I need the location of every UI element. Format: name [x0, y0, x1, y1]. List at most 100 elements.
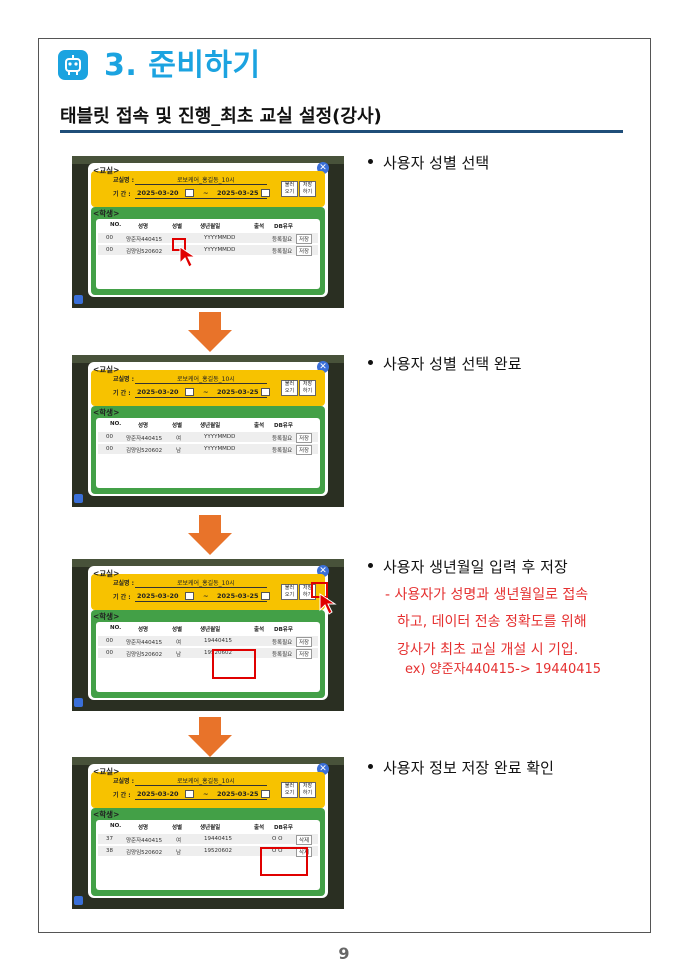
row-name: 김양임520602 — [126, 652, 163, 658]
row-name: 김양임520602 — [126, 249, 163, 255]
save-button[interactable]: 저장 하기 — [299, 380, 316, 396]
row-birthdate[interactable]: YYYYMMDD — [204, 235, 236, 241]
row-gender[interactable]: 여 — [176, 640, 182, 646]
calendar-icon[interactable] — [261, 592, 270, 600]
load-button[interactable]: 불러 오기 — [281, 782, 298, 798]
save-button[interactable]: 저장 하기 — [299, 782, 316, 798]
load-button[interactable]: 불러 오기 — [281, 181, 298, 197]
app-topbar — [72, 559, 344, 567]
row-action-button[interactable]: 저장 — [296, 234, 313, 244]
row-name: 양준자440415 — [126, 640, 163, 646]
calendar-icon[interactable] — [185, 790, 194, 798]
calendar-icon[interactable] — [261, 388, 270, 396]
speaker-icon[interactable] — [74, 295, 83, 304]
load-button[interactable]: 불러 오기 — [281, 584, 298, 600]
period-label: 기 간 : — [113, 792, 131, 799]
row-number: 00 — [106, 235, 113, 241]
column-header: NO. — [110, 823, 122, 829]
column-header: DB유무 — [274, 224, 293, 230]
row-action-button[interactable]: 삭제 — [296, 835, 313, 845]
date-start[interactable]: 2025-03-20 — [137, 189, 179, 197]
row-birthdate[interactable]: YYYYMMDD — [204, 434, 236, 440]
row-action-button[interactable]: 저장 — [296, 246, 313, 256]
down-arrow-icon — [188, 515, 232, 555]
row-gender[interactable]: 여 — [176, 436, 182, 442]
row-name: 양준자440415 — [126, 436, 163, 442]
date-start[interactable]: 2025-03-20 — [137, 592, 179, 600]
column-header: 성별 — [172, 825, 183, 831]
pointer-cursor-icon — [319, 593, 337, 615]
column-header: DB유무 — [274, 825, 293, 831]
period-label: 기 간 : — [113, 594, 131, 601]
calendar-icon[interactable] — [261, 189, 270, 197]
row-status: 등록필요 — [272, 249, 293, 255]
step-3-bullet: 사용자 생년월일 입력 후 저장 — [368, 557, 568, 577]
date-end[interactable]: 2025-03-25 — [217, 388, 259, 396]
row-birthdate[interactable]: YYYYMMDD — [204, 247, 236, 253]
classname-value[interactable]: 로보케어_홍길동_10시 — [177, 177, 235, 184]
column-header: DB유무 — [274, 423, 293, 429]
classname-value[interactable]: 로보케어_홍길동_10시 — [177, 580, 235, 587]
date-start[interactable]: 2025-03-20 — [137, 388, 179, 396]
row-birthdate[interactable]: YYYYMMDD — [204, 446, 236, 452]
row-number: 37 — [106, 836, 113, 842]
gender-highlight — [172, 238, 186, 251]
speaker-icon[interactable] — [74, 896, 83, 905]
section-subtitle: 태블릿 접속 및 진행_최초 교실 설정(강사) — [60, 106, 382, 127]
column-header: 성별 — [172, 224, 183, 230]
row-gender[interactable]: 남 — [176, 850, 182, 856]
calendar-icon[interactable] — [185, 189, 194, 197]
row-gender[interactable]: 여 — [176, 838, 182, 844]
save-button[interactable]: 저장 하기 — [299, 181, 316, 197]
row-name: 양준자440415 — [126, 838, 163, 844]
row-birthdate[interactable]: 19520602 — [204, 848, 232, 854]
column-header: 성명 — [138, 627, 149, 633]
saved-status-highlight — [260, 847, 308, 876]
row-birthdate[interactable]: 19440415 — [204, 638, 232, 644]
row-gender[interactable]: 남 — [176, 448, 182, 454]
date-end[interactable]: 2025-03-25 — [217, 592, 259, 600]
classname-value[interactable]: 로보케어_홍길동_10시 — [177, 376, 235, 383]
step-3-note-line: 강사가 최초 교실 개설 시 기입. — [397, 642, 579, 658]
pointer-cursor-icon — [179, 246, 197, 268]
calendar-icon[interactable] — [261, 790, 270, 798]
row-birthdate[interactable]: 19440415 — [204, 836, 232, 842]
speaker-icon[interactable] — [74, 494, 83, 503]
column-header: 출석 — [254, 423, 265, 429]
app-topbar — [72, 156, 344, 164]
section-rule — [60, 130, 623, 133]
row-gender[interactable]: 남 — [176, 652, 182, 658]
row-action-button[interactable]: 저장 — [296, 433, 313, 443]
row-action-button[interactable]: 저장 — [296, 637, 313, 647]
date-start[interactable]: 2025-03-20 — [137, 790, 179, 798]
date-end[interactable]: 2025-03-25 — [217, 189, 259, 197]
column-header: 성별 — [172, 423, 183, 429]
page-frame — [38, 38, 651, 933]
row-number: 38 — [106, 848, 113, 854]
date-separator: ~ — [203, 790, 209, 798]
row-action-button[interactable]: 저장 — [296, 649, 313, 659]
row-birthdate[interactable]: 19520602 — [204, 650, 232, 656]
column-header: 성명 — [138, 423, 149, 429]
speaker-icon[interactable] — [74, 698, 83, 707]
calendar-icon[interactable] — [185, 592, 194, 600]
date-end[interactable]: 2025-03-25 — [217, 790, 259, 798]
calendar-icon[interactable] — [185, 388, 194, 396]
row-action-button[interactable]: 저장 — [296, 445, 313, 455]
classname-label: 교실명 : — [113, 580, 135, 587]
load-button[interactable]: 불러 오기 — [281, 380, 298, 396]
row-name: 양준자440415 — [126, 237, 163, 243]
classname-value[interactable]: 로보케어_홍길동_10시 — [177, 778, 235, 785]
